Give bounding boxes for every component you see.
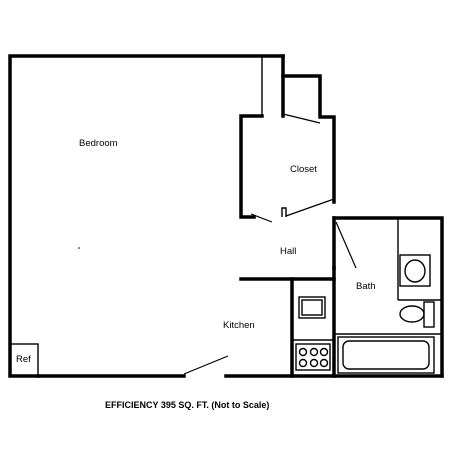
label-kitchen: Kitchen xyxy=(223,320,255,331)
kitchen-sink xyxy=(298,296,326,319)
bathtub xyxy=(337,336,435,374)
bathroom-sink xyxy=(399,254,431,287)
stove xyxy=(295,343,331,371)
label-hall: Hall xyxy=(280,246,296,257)
label-bedroom: Bedroom xyxy=(79,138,118,149)
entry-wall xyxy=(36,355,444,378)
toilet xyxy=(399,301,435,328)
label-bath: Bath xyxy=(356,281,376,292)
plan-caption: EFFICIENCY 395 SQ. FT. (Not to Scale) xyxy=(105,400,269,410)
closet-walls xyxy=(239,56,336,223)
refrigerator xyxy=(9,343,39,377)
label-ref: Ref xyxy=(16,354,31,365)
bedroom-mark xyxy=(78,247,80,249)
label-closet: Closet xyxy=(290,164,317,175)
kitchen-walls xyxy=(239,277,336,378)
bathroom-walls xyxy=(332,216,444,378)
